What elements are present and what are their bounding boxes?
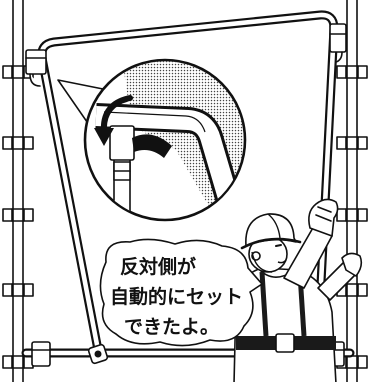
- zoom-frame-tube: [96, 112, 234, 218]
- worker-raised-arm: [283, 198, 339, 289]
- zoom-detail: [83, 58, 247, 222]
- top-right-clamp: [329, 23, 347, 63]
- belt-buckle: [275, 333, 295, 353]
- hard-hat: [240, 213, 302, 250]
- harness-strap: [259, 271, 269, 337]
- rotation-arrow-icon: [94, 95, 133, 146]
- speech-bubble: 反対側が 自動的にセット できたよ。: [99, 238, 263, 347]
- worker: [233, 198, 363, 382]
- right-scaffold-post: [346, 0, 358, 382]
- bottom-left-hook: [87, 343, 109, 365]
- left-scaffold-post: [12, 0, 24, 382]
- speech-line-1: 反対側が: [120, 255, 196, 278]
- worker-left-arm: [317, 252, 363, 301]
- speech-line-3: できたよ。: [124, 316, 219, 338]
- zoom-lock-block: [109, 125, 135, 181]
- zoom-lock-lever: [132, 134, 172, 158]
- speech-line-2: 自動的にセット: [110, 285, 243, 308]
- top-left-clamp: [25, 49, 47, 87]
